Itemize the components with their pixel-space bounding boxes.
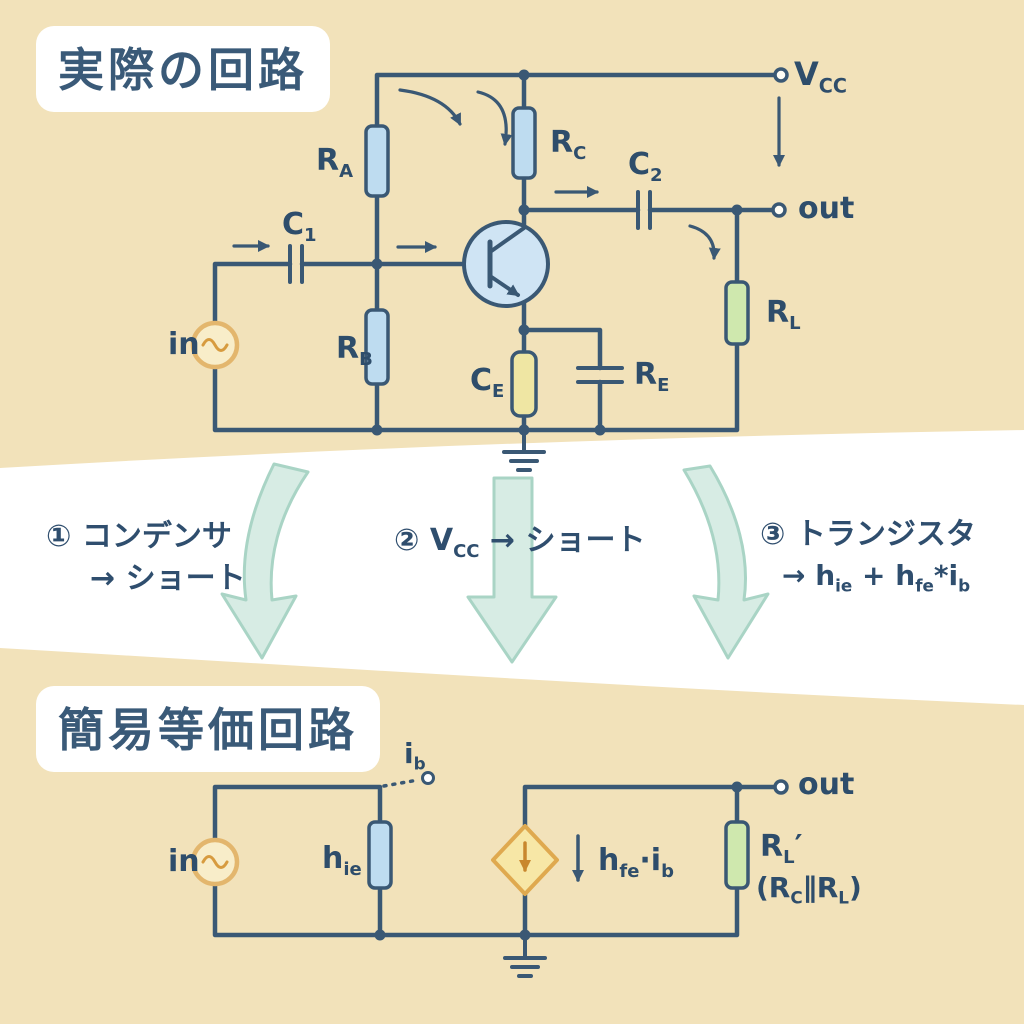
ra-label: RA (316, 143, 354, 182)
equivalent-circuit (190, 771, 789, 978)
in-label-bottom: in (168, 844, 200, 879)
resistor-rb (364, 308, 390, 386)
ground-symbol (503, 933, 547, 978)
resistor-rl-prime (724, 820, 750, 890)
current-flow-arrows (232, 88, 785, 260)
junction-dots (374, 781, 743, 941)
in-label: in (168, 327, 200, 362)
capacitor-re-plates (576, 366, 624, 384)
transform-arrows (220, 462, 770, 664)
ib-label: ib (404, 737, 426, 774)
capacitor-c2 (636, 190, 652, 230)
re-label: RE (634, 357, 670, 396)
flow-arrow-out-down (688, 224, 721, 260)
step2-label: ② VCC → ショート (394, 523, 646, 562)
capacitor-c1 (288, 244, 304, 284)
junction-dots (371, 69, 743, 436)
source-value-label: hfe·ib (598, 843, 674, 882)
rc-label: RC (550, 125, 587, 164)
rl-label: RL (766, 295, 801, 334)
sine-wave-icon (201, 855, 229, 869)
c2-label: C2 (628, 147, 663, 186)
step3-label-line1: ③ トランジスタ (760, 517, 976, 552)
transistor-emitter (488, 274, 520, 297)
resistor-ra (364, 124, 390, 198)
equivalent-circuit-title: 簡易等価回路 (36, 686, 380, 772)
out-terminal (773, 779, 789, 795)
vcc-label: VCC (794, 55, 847, 98)
transform-arrow-right (682, 464, 770, 660)
out-label-bottom: out (798, 767, 855, 802)
transistor (462, 220, 550, 308)
flow-arrow-top-left (398, 88, 462, 126)
wires (212, 72, 778, 433)
actual-circuit (190, 67, 789, 472)
ground-symbol (502, 428, 546, 472)
current-source (491, 824, 559, 896)
flow-arrow-top-mid (476, 90, 513, 146)
ib-terminal (421, 771, 435, 785)
resistor-rc (511, 106, 537, 180)
hie-label: hie (322, 841, 362, 880)
transform-arrow-left (220, 462, 310, 660)
capacitor-ce-body (510, 350, 538, 418)
ib-dotted-lead (382, 778, 420, 788)
resistor-rl (724, 280, 750, 346)
ac-source (190, 320, 240, 370)
ce-label: CE (470, 363, 505, 402)
resistor-hie (367, 820, 393, 890)
ac-source (190, 837, 240, 887)
vcc-terminal (773, 67, 789, 83)
step3-label-line2: → hie + hfe*ib (782, 559, 971, 596)
wires (212, 784, 778, 938)
step1-label-line1: ① コンデンサ (46, 519, 232, 554)
rb-label: RB (336, 331, 373, 370)
rl-formula-label: (RC∥RL) (756, 871, 862, 908)
c1-label: C1 (282, 207, 317, 246)
actual-circuit-title: 実際の回路 (36, 26, 330, 112)
sine-wave-icon (201, 338, 229, 352)
transistor-body (462, 220, 550, 308)
out-terminal (771, 202, 787, 218)
rl-prime-label: RL′ (760, 829, 803, 868)
step1-label-line2: → ショート (90, 561, 246, 596)
transform-arrow-middle (466, 476, 558, 664)
transistor-collector (488, 226, 526, 254)
out-label: out (798, 191, 855, 226)
